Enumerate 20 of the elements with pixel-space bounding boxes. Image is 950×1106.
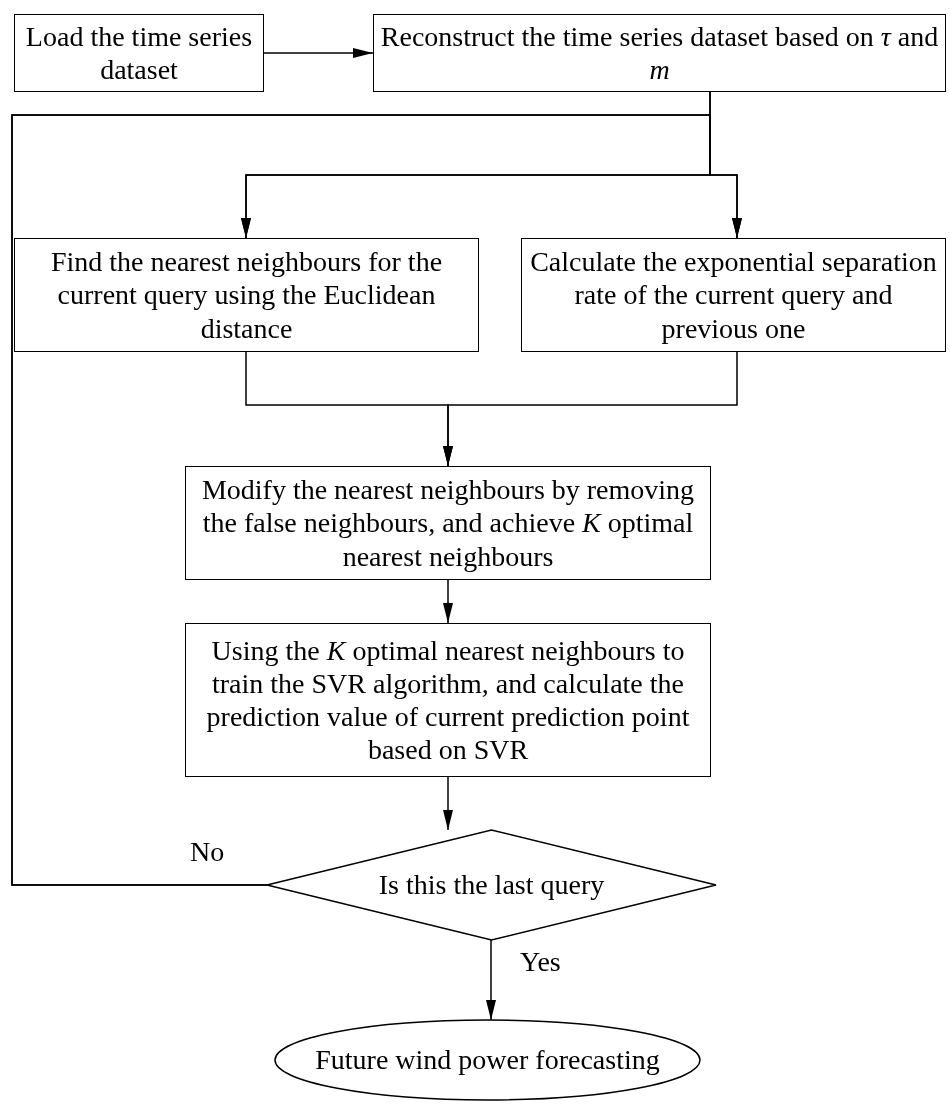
node-text: Is this the last query — [377, 868, 606, 902]
process-box — [185, 466, 711, 580]
process-box — [185, 623, 711, 777]
node-text: Find the nearest neighbours for the current query using the Euclidean distance — [49, 245, 444, 345]
arrow — [486, 939, 496, 1021]
process-box — [14, 238, 479, 352]
process-box — [14, 14, 264, 92]
node-text: Using the K optimal nearest neighbours to train the SVR algorithm, and calculate the prediction value of current prediction point based on SVR — [205, 633, 691, 767]
node-text: Reconstruct the time series dataset based on τ and m — [379, 19, 940, 87]
node-text: Calculate the exponential separation rate of the current query and previous one — [529, 245, 938, 345]
decision-diamond — [267, 830, 716, 940]
terminal-ellipse — [275, 1020, 700, 1100]
node-text: Load the time series dataset — [24, 19, 254, 87]
process-box — [521, 238, 946, 352]
arrow — [263, 48, 374, 58]
arrow — [443, 776, 453, 831]
arrow — [443, 351, 738, 467]
arrow — [443, 579, 453, 624]
node-text: Future wind power forecasting — [314, 1043, 661, 1077]
node-text: Modify the nearest neighbours by removing the false neighbours, and achieve K optimal nearest neighbours — [200, 473, 696, 573]
